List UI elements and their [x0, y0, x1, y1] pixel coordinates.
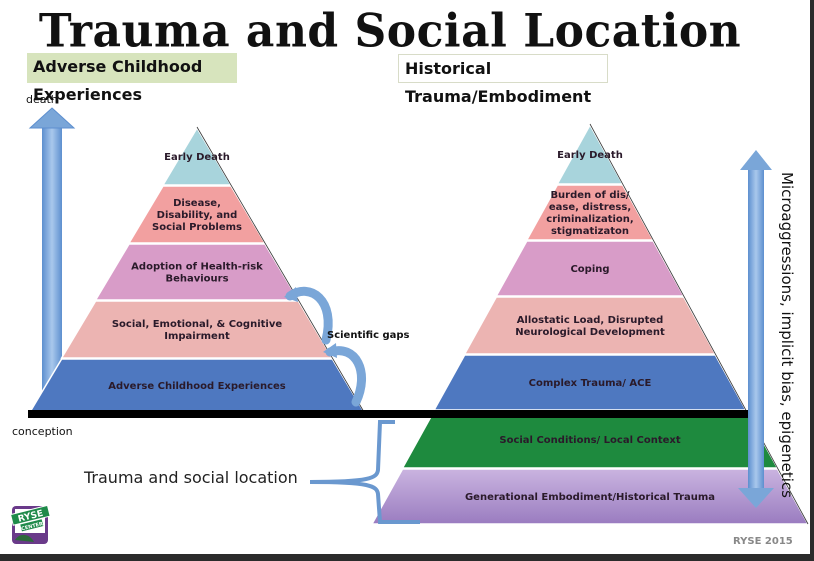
curly-brace	[309, 420, 420, 524]
tier-label: Allostatic Load, Disrupted	[517, 315, 664, 326]
footer-credit: RYSE 2015	[733, 536, 793, 547]
tier-label: criminalization,	[546, 214, 633, 225]
header-ace: Adverse Childhood Experiences	[27, 53, 237, 104]
tier-label: Social Problems	[152, 222, 242, 233]
logo-text-center: CENTER	[21, 521, 44, 532]
brace-label: Trauma and social location	[84, 468, 298, 487]
tier-label: Social, Emotional, & Cognitive	[112, 319, 283, 330]
slide-title: Trauma and Social Location	[38, 4, 742, 59]
axis-label-conception: conception	[12, 425, 73, 438]
tier-label: Disability, and	[157, 210, 238, 221]
tier-label: Burden of dis/	[550, 190, 629, 201]
tier-label: Coping	[570, 264, 609, 275]
pyramid-edge	[589, 123, 809, 525]
tier-label: Social Conditions/ Local Context	[499, 435, 680, 446]
tier-label: stigmatizaton	[551, 226, 629, 237]
tier-label: Adverse Childhood Experiences	[108, 381, 286, 392]
conception-baseline	[28, 410, 752, 418]
bidirectional-arrow	[738, 150, 774, 508]
axis-label-death: death	[26, 93, 58, 106]
tier-label: ease, distress,	[549, 202, 631, 213]
tier-label: Complex Trauma/ ACE	[529, 378, 652, 389]
scientific-gaps-label: Scientific gaps	[327, 330, 410, 341]
side-label-microaggressions: Microaggressions, implicit bias, epigene…	[778, 172, 796, 498]
death-up-arrow	[28, 107, 76, 412]
tier-label: Neurological Development	[515, 327, 665, 338]
pyramid-edge	[196, 126, 365, 413]
tier-label: Early Death	[557, 150, 623, 161]
tier-label: Impairment	[164, 331, 230, 342]
header-historical-trauma-label: Historical Trauma/Embodiment	[405, 59, 592, 106]
header-ace-label: Adverse Childhood Experiences	[33, 57, 203, 104]
ryse-logo: RYSE CENTER	[9, 502, 52, 546]
tier-label: Early Death	[164, 152, 230, 163]
scientific-gaps-arrows	[284, 286, 366, 407]
tier-label: Disease,	[173, 198, 221, 209]
header-historical-trauma: Historical Trauma/Embodiment	[398, 54, 608, 106]
tier-label: Adoption of Health-risk	[131, 262, 263, 273]
tier-label: Behaviours	[165, 274, 228, 285]
tier-label: Generational Embodiment/Historical Traum…	[465, 492, 715, 503]
